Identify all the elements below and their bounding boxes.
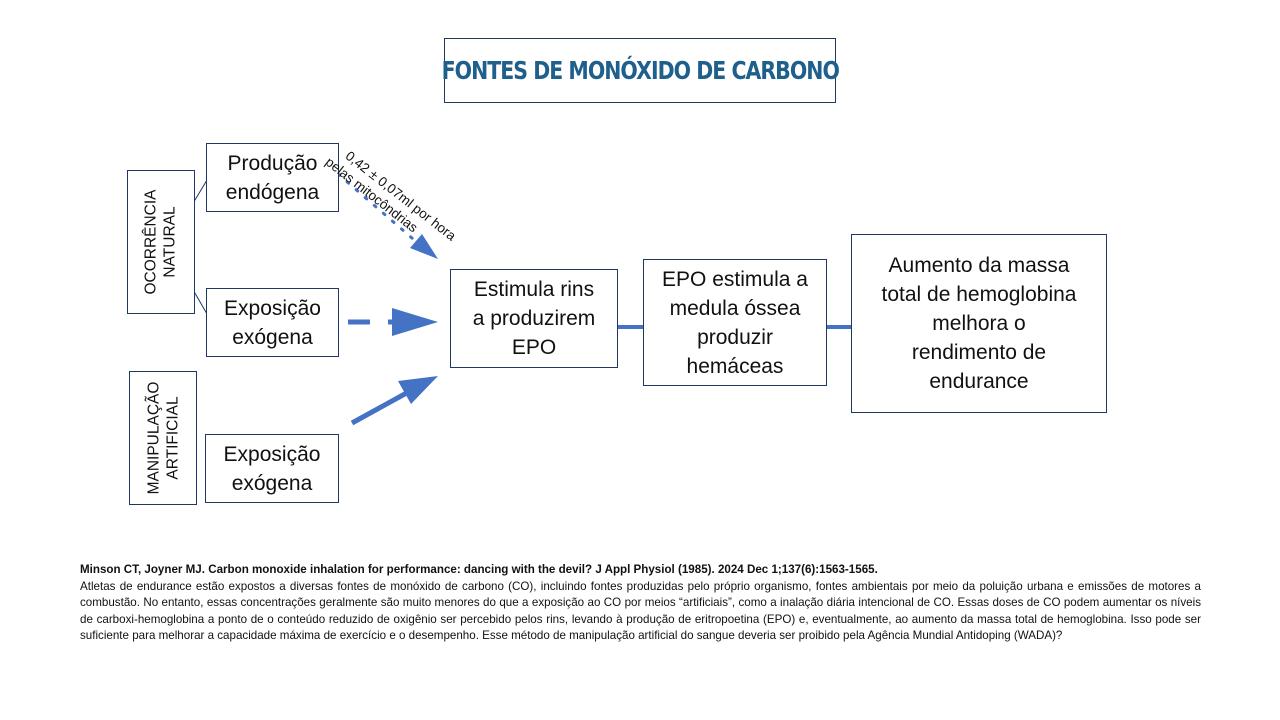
step-bone-marrow-label: EPO estimula a medula óssea produzir hem… <box>662 265 808 381</box>
step-bone-marrow-line1: EPO estimula a <box>662 267 808 291</box>
step-hemoglobin-line3: melhora o <box>932 312 1026 335</box>
step-bone-marrow-line3: produzir <box>697 325 773 349</box>
source-exogenous-artificial-line1: Exposição <box>223 442 321 466</box>
step-kidney-line2: a produzirem <box>472 307 596 330</box>
source-exogenous-natural-box: Exposição exógena <box>206 288 339 357</box>
source-exogenous-natural-line1: Exposição <box>224 296 321 320</box>
step-kidney-box: Estimula rins a produzirem EPO <box>450 269 618 368</box>
dotted-arrow-head <box>410 234 438 259</box>
source-exogenous-natural-line2: exógena <box>232 325 313 349</box>
reference-citation: Minson CT, Joyner MJ. Carbon monoxide in… <box>80 563 878 576</box>
step-hemoglobin-box: Aumento da massa total de hemoglobina me… <box>851 234 1107 413</box>
solid-arrow-head <box>398 376 438 404</box>
step-hemoglobin-line1: Aumento da massa <box>888 254 1070 277</box>
step-hemoglobin-line2: total de hemoglobina <box>881 283 1077 306</box>
step-bone-marrow-line2: medula óssea <box>669 296 801 320</box>
dashed-arrow-head <box>392 308 438 336</box>
category-natural-label: OCORRÊNCIA NATURAL <box>142 189 180 294</box>
solid-arrow-line <box>350 387 414 426</box>
step-bone-marrow-box: EPO estimula a medula óssea produzir hem… <box>643 259 827 386</box>
summary-paragraph: Atletas de endurance estão expostos a di… <box>80 579 1201 643</box>
source-endogenous-line2: endógena <box>225 180 320 204</box>
footer-text: Minson CT, Joyner MJ. Carbon monoxide in… <box>80 562 1201 645</box>
source-endogenous-box: Produção endógena <box>206 143 339 212</box>
category-artificial-line2: ARTIFICIAL <box>164 396 181 480</box>
category-natural-box: OCORRÊNCIA NATURAL <box>127 170 195 314</box>
page-title: FONTES DE MONÓXIDO DE CARBONO <box>441 56 839 85</box>
category-natural-line1: OCORRÊNCIA <box>143 189 161 295</box>
source-exogenous-artificial-label: Exposição exógena <box>224 440 321 498</box>
category-artificial-box: MANIPULAÇÃO ARTIFICIAL <box>129 371 197 505</box>
category-artificial-label: MANIPULAÇÃO ARTIFICIAL <box>144 382 182 495</box>
step-kidney-line1: Estimula rins <box>473 278 595 301</box>
source-exogenous-artificial-line2: exógena <box>231 471 313 495</box>
source-exogenous-artificial-box: Exposição exógena <box>205 434 339 503</box>
step-bone-marrow-line4: hemáceas <box>686 354 784 378</box>
step-hemoglobin-label: Aumento da massa total de hemoglobina me… <box>882 251 1077 396</box>
source-endogenous-label: Produção endógena <box>226 149 319 207</box>
title-box: FONTES DE MONÓXIDO DE CARBONO <box>441 38 840 103</box>
step-hemoglobin-line5: endurance <box>929 370 1029 393</box>
step-kidney-label: Estimula rins a produzirem EPO <box>473 275 596 362</box>
category-natural-line2: NATURAL <box>162 206 180 278</box>
category-artificial-line1: MANIPULAÇÃO <box>145 381 162 495</box>
source-endogenous-line1: Produção <box>227 151 318 175</box>
source-exogenous-natural-label: Exposição exógena <box>224 294 321 352</box>
step-kidney-line3: EPO <box>511 336 557 359</box>
step-hemoglobin-line4: rendimento de <box>911 341 1047 364</box>
